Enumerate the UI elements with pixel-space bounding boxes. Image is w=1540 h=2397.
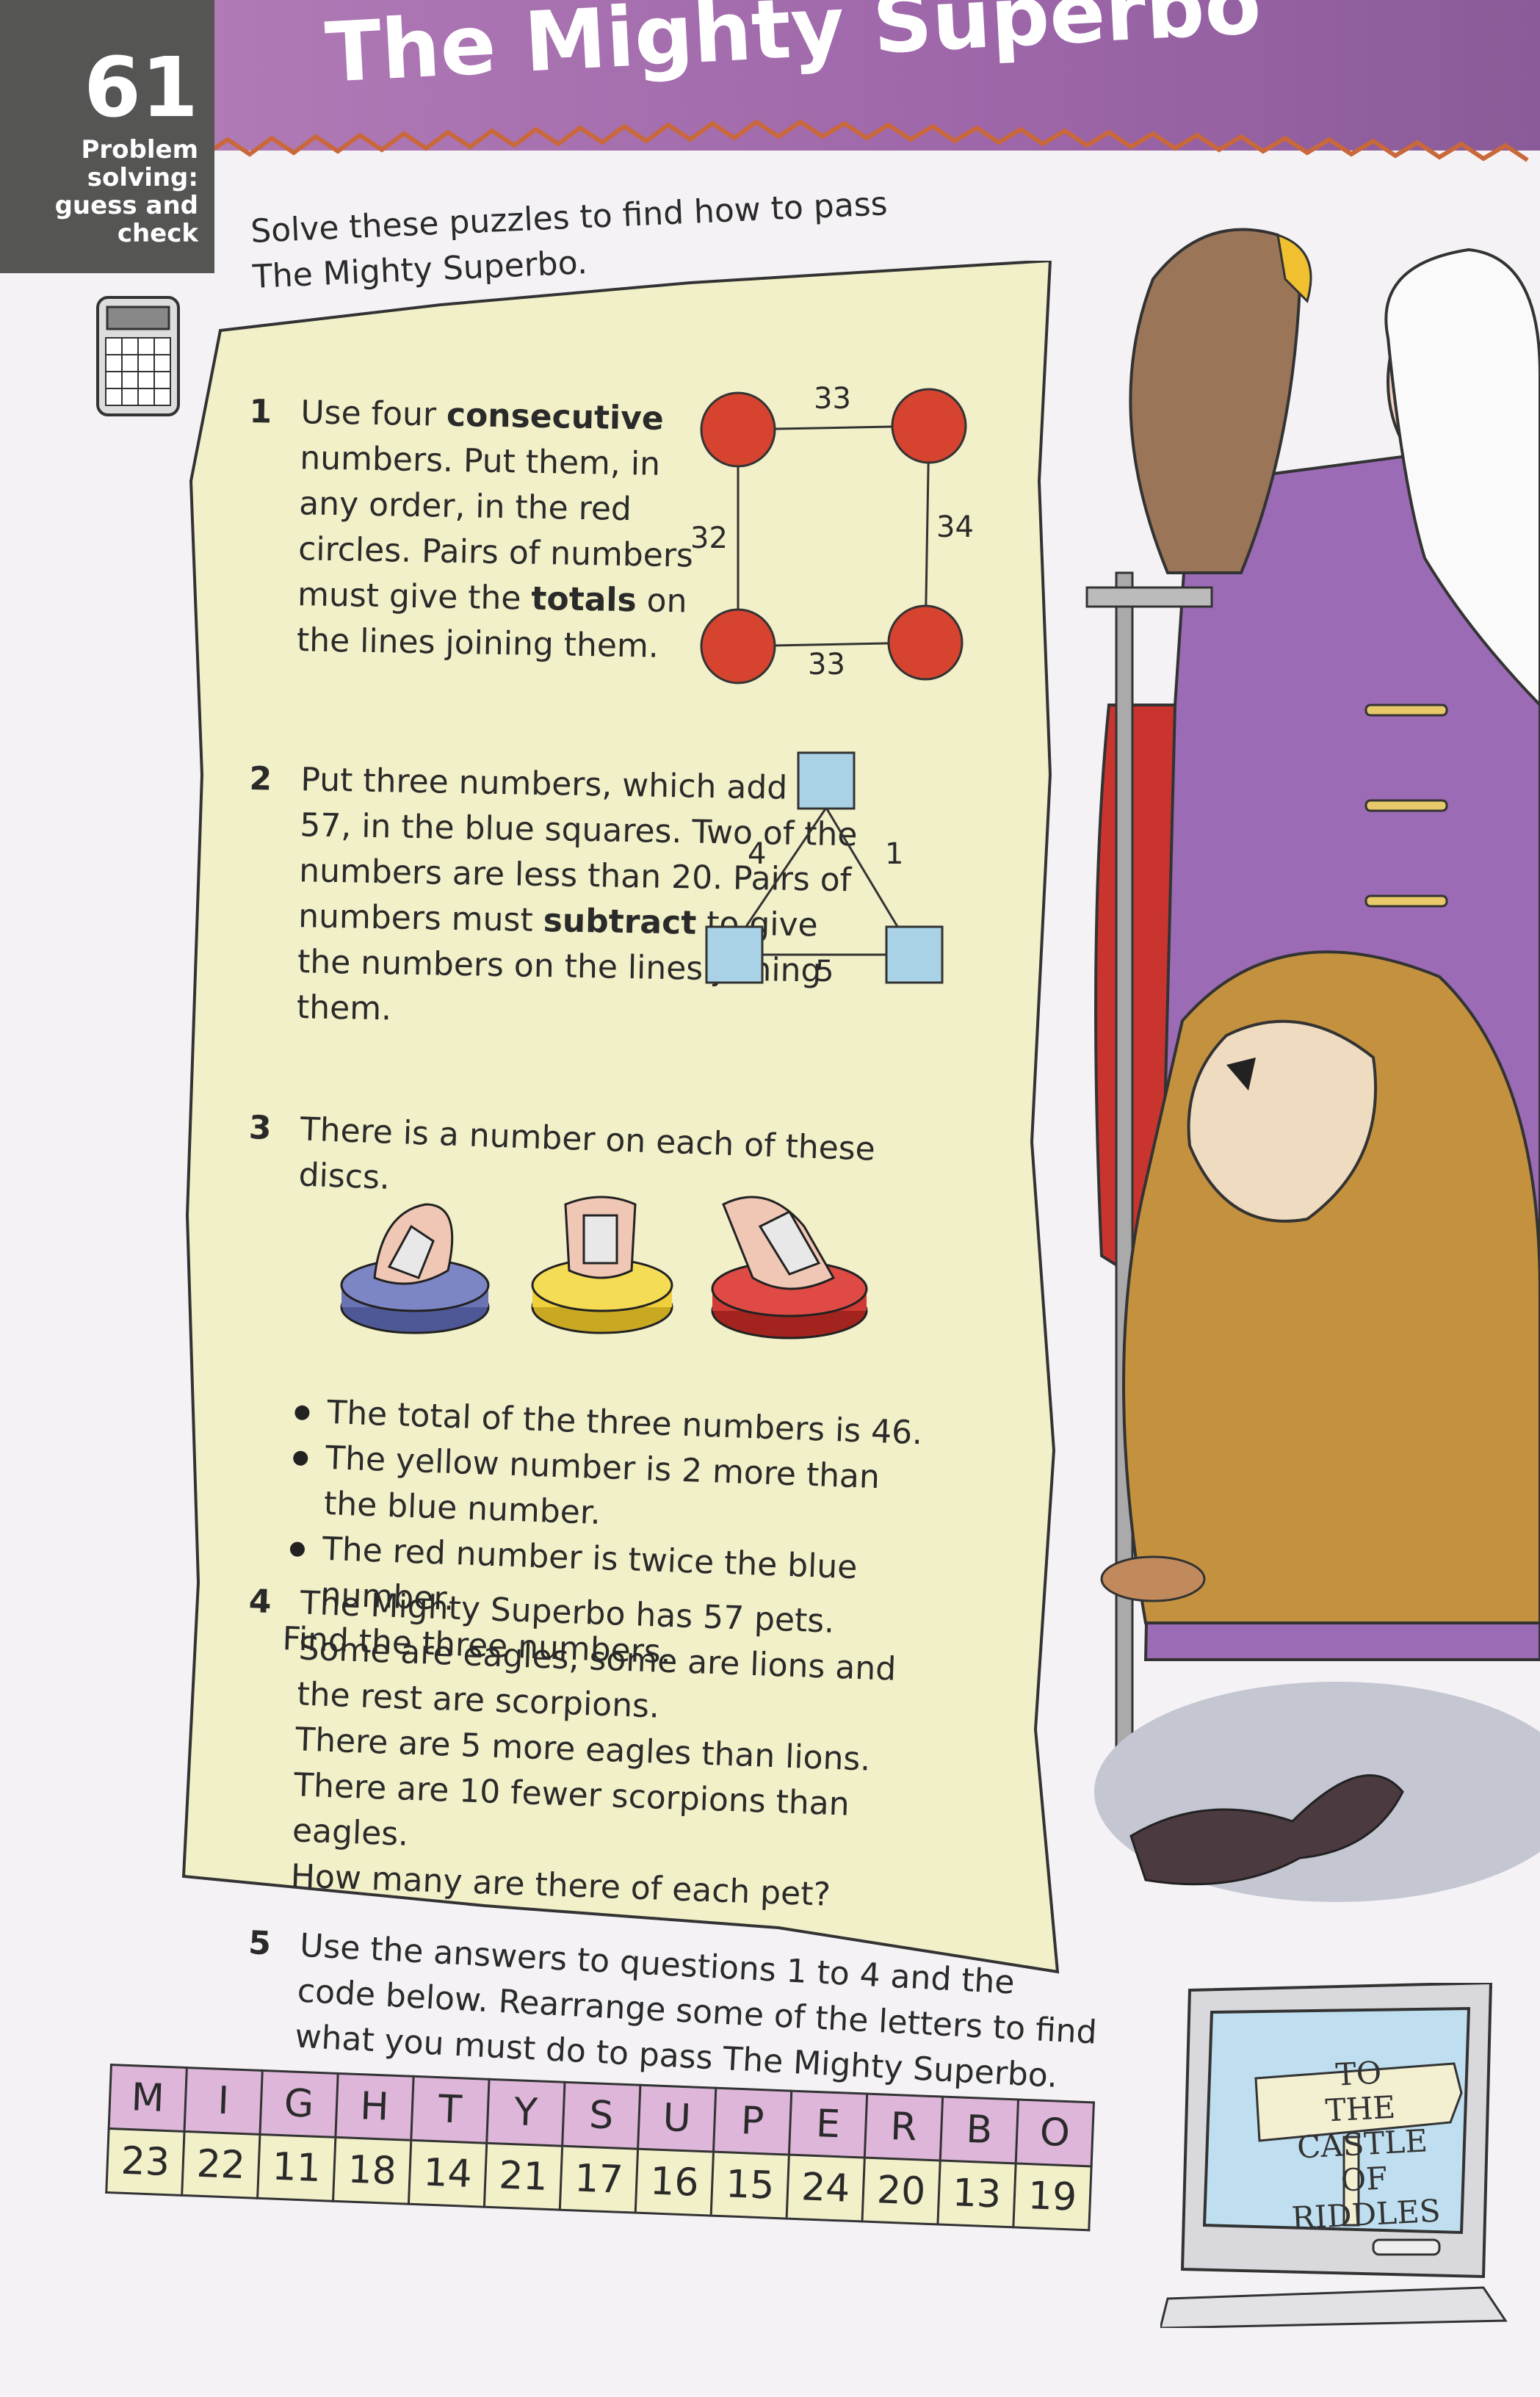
signpost-text: TO THE CASTLE OF RIDDLES bbox=[1266, 2052, 1458, 2238]
lion-nose bbox=[1226, 1058, 1256, 1091]
blue-square bbox=[885, 925, 944, 984]
code-letter: B bbox=[940, 2097, 1019, 2163]
computer-illustration bbox=[1160, 1983, 1508, 2328]
code-number: 15 bbox=[711, 2152, 789, 2219]
red-circle bbox=[700, 608, 776, 684]
code-letter: M bbox=[109, 2064, 187, 2132]
question-number: 2 bbox=[249, 759, 272, 798]
diagram-label-bottom: 33 bbox=[808, 648, 845, 682]
square-diagram: 4 1 5 bbox=[698, 742, 962, 991]
sign-line: OF RIDDLES bbox=[1290, 2160, 1442, 2237]
section-label: Problem solving: guess and check bbox=[54, 135, 198, 248]
code-letter: I bbox=[184, 2067, 263, 2135]
blue-square bbox=[797, 751, 856, 810]
scorpion bbox=[1129, 1774, 1404, 1886]
staff-perch bbox=[1085, 586, 1213, 608]
yellow-disc bbox=[531, 1196, 673, 1334]
robe-toggles bbox=[1364, 704, 1448, 908]
code-letter: O bbox=[1016, 2100, 1094, 2166]
code-number: 16 bbox=[635, 2149, 714, 2216]
code-letter: R bbox=[864, 2094, 943, 2161]
diagram-label-top: 33 bbox=[814, 382, 851, 416]
code-number: 21 bbox=[484, 2143, 563, 2210]
diagram-label-bottom: 5 bbox=[815, 955, 834, 988]
bold-term: consecutive bbox=[446, 396, 665, 438]
discs-illustration bbox=[340, 1196, 868, 1340]
code-letter: U bbox=[637, 2085, 716, 2152]
red-circle bbox=[887, 604, 964, 681]
code-letter: P bbox=[713, 2088, 792, 2155]
wizard-illustration bbox=[1085, 228, 1540, 1902]
blue-square bbox=[705, 925, 764, 984]
code-number: 11 bbox=[257, 2134, 336, 2202]
sign-line: THE CASTLE bbox=[1295, 2089, 1429, 2166]
question-4: 4 The Mighty Superbo has 57 pets. Some a… bbox=[239, 1579, 969, 1923]
question-number: 1 bbox=[249, 392, 272, 431]
page-number-box: 61 Problem solving: guess and check bbox=[0, 0, 214, 273]
signpost-board bbox=[1254, 2062, 1463, 2142]
red-disc bbox=[711, 1196, 868, 1340]
bold-term: subtract bbox=[543, 902, 697, 942]
code-letter: Y bbox=[486, 2079, 565, 2147]
question-text: Use four consecutive numbers. Put them, … bbox=[296, 390, 704, 670]
code-number: 22 bbox=[181, 2131, 260, 2199]
code-number: 19 bbox=[1013, 2163, 1092, 2230]
circle-diagram: 33 32 34 33 bbox=[690, 382, 984, 690]
header-band bbox=[206, 0, 1540, 151]
signpost-pole bbox=[1342, 2136, 1360, 2227]
code-number: 18 bbox=[333, 2137, 411, 2205]
code-number: 24 bbox=[787, 2155, 865, 2221]
question-number: 3 bbox=[248, 1108, 272, 1148]
red-circle bbox=[700, 391, 776, 468]
diagram-label-left: 32 bbox=[690, 521, 728, 555]
calculator-icon bbox=[96, 296, 180, 416]
blue-disc bbox=[340, 1203, 490, 1334]
wizard-foot bbox=[1100, 1555, 1206, 1602]
monitor-buttons bbox=[1372, 2238, 1441, 2256]
question-1: 1 Use four consecutive numbers. Put them… bbox=[245, 389, 705, 670]
code-letter: T bbox=[411, 2076, 490, 2144]
diagram-label-right: 1 bbox=[885, 837, 904, 871]
diagram-label-left: 4 bbox=[748, 837, 767, 871]
question-text: The Mighty Superbo has 57 pets. Some are… bbox=[290, 1580, 969, 1922]
code-number: 14 bbox=[408, 2140, 487, 2208]
keyboard bbox=[1160, 2286, 1508, 2328]
question-number: 4 bbox=[248, 1582, 272, 1622]
zigzag-border bbox=[206, 119, 1529, 162]
eagle-beak bbox=[1276, 233, 1312, 303]
eagle bbox=[1129, 228, 1302, 574]
diagram-label-right: 34 bbox=[936, 510, 974, 544]
code-number: 20 bbox=[862, 2158, 941, 2224]
code-letter: S bbox=[562, 2082, 640, 2150]
code-number: 23 bbox=[106, 2128, 185, 2196]
bold-term: totals bbox=[530, 579, 637, 620]
red-circle bbox=[891, 388, 967, 464]
code-letter: G bbox=[259, 2070, 339, 2138]
text-segment: Use four bbox=[300, 394, 447, 434]
question-number: 5 bbox=[247, 1923, 272, 1963]
page-number: 61 bbox=[84, 40, 198, 136]
code-letter: H bbox=[335, 2073, 414, 2141]
code-number: 13 bbox=[937, 2160, 1016, 2227]
code-number: 17 bbox=[560, 2146, 638, 2213]
code-letter: E bbox=[789, 2091, 867, 2158]
